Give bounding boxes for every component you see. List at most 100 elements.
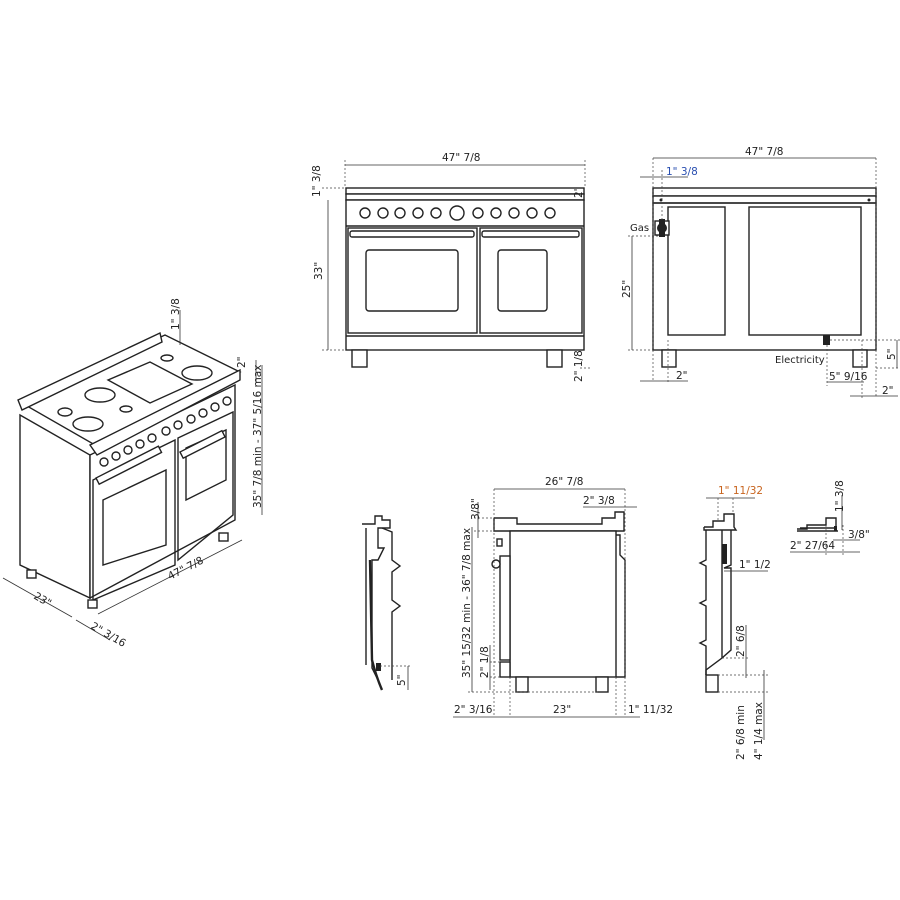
side-height-dim: 35" 15/32 min - 36" 7/8 max <box>461 528 473 678</box>
wall-profile-break-line <box>381 527 402 680</box>
front-right-door <box>479 227 583 334</box>
front-backguard <box>345 187 585 195</box>
side-top <box>493 511 625 532</box>
iso-height-dim: 35" 7/8 min - 37" 5/16 max <box>252 365 264 508</box>
front-foot <box>351 349 368 368</box>
rear-profile-top-dim: 1" 11/32 <box>718 485 763 497</box>
power-cord <box>368 559 384 691</box>
side-depth-dim: 26" 7/8 <box>545 476 583 488</box>
side-foot <box>515 676 529 693</box>
front-width-dim: 47" 7/8 <box>442 152 480 164</box>
iso-depth-dim: 23" <box>32 590 54 609</box>
gas-connection-icon <box>654 219 670 237</box>
side-rear-offset-dim: 1" 11/32 <box>628 704 673 716</box>
rear-profile-break-line <box>698 530 707 675</box>
side-body <box>509 530 617 678</box>
wall-profile-outline <box>362 515 391 681</box>
iso-foot <box>218 532 229 542</box>
rear-body <box>652 202 877 351</box>
rear-top <box>652 187 877 197</box>
rear-foot <box>661 349 677 368</box>
side-backguard-depth-dim: 2" 3/8 <box>583 495 615 507</box>
iso-width-dim: 47" 7/8 <box>166 555 206 583</box>
rear-gas-offset-dim: 1" 3/8 <box>666 166 698 178</box>
front-left-handle <box>349 230 475 238</box>
iso-burner <box>72 416 104 432</box>
iso-right-door <box>177 410 234 562</box>
rear-gas-height-dim: 25" <box>621 280 633 298</box>
rear-profile-foot-max-dim: 4" 1/4 max <box>753 702 765 760</box>
iso-handle <box>95 445 163 486</box>
iso-backguard-dim: 1" 3/8 <box>170 298 182 330</box>
front-foot <box>546 349 563 368</box>
front-thermometer <box>449 205 465 221</box>
iso-burner <box>119 405 133 413</box>
isometric-view: 1" 3/8 2" 35" 7/8 min - 37" 5/16 max 47"… <box>2 298 264 650</box>
iso-burner <box>57 407 73 417</box>
rear-profile-plinth-dim: 2" 6/8 <box>735 625 747 657</box>
rear-electricity-height-dim: 5" <box>886 348 898 360</box>
rear-profile-foot <box>705 674 719 693</box>
iso-burner <box>160 354 174 362</box>
backguard-detail-view: 1" 3/8 3/8" 2" 27/64 <box>790 480 870 555</box>
rear-profile-view: 1" 11/32 1" 1/2 2" 6/8 2" 6/8 min 4" 1/4… <box>698 485 771 760</box>
front-cooktop-rail <box>345 193 585 201</box>
electricity-connection-icon <box>823 335 830 345</box>
iso-foot <box>26 569 37 579</box>
front-knob-row <box>359 205 556 221</box>
detail-offset-dim: 3/8" <box>848 529 870 541</box>
side-top-thickness-dim: 3/8" <box>470 498 482 520</box>
iso-front-rail <box>88 368 241 456</box>
iso-knob-row <box>99 396 232 467</box>
side-view: 26" 7/8 2" 3/8 3/8" 35" 15/32 min - 36" … <box>453 476 673 718</box>
iso-griddle <box>106 361 194 404</box>
side-handle <box>491 559 501 569</box>
iso-burner <box>181 365 213 381</box>
rear-left-panel <box>667 206 726 336</box>
front-left-door <box>347 227 478 334</box>
detail-depth-dim: 2" 27/64 <box>790 540 835 552</box>
side-foot <box>595 676 609 693</box>
side-door-projection-dim: 2" 3/16 <box>454 704 493 716</box>
side-knob <box>496 538 503 547</box>
front-right-window <box>497 249 548 312</box>
wall-profile-dim: 5" <box>396 674 408 686</box>
rear-profile-foot-min-dim: 2" 6/8 min <box>735 705 747 760</box>
front-left-window <box>365 249 459 312</box>
rear-rail <box>652 195 877 204</box>
rear-right-panel <box>748 206 862 336</box>
rear-profile-top <box>703 513 738 531</box>
rear-width-dim: 47" 7/8 <box>745 146 783 158</box>
front-body <box>345 199 585 351</box>
rear-profile-panel-dim: 1" 1/2 <box>739 559 771 571</box>
iso-backguard <box>17 331 163 411</box>
rear-left-foot-dim: 2" <box>676 370 688 382</box>
gas-label: Gas <box>630 223 649 234</box>
front-foot-dim: 2" 1/8 <box>573 350 585 382</box>
iso-top-offset-dim: 2" <box>236 356 248 368</box>
side-body-depth-dim: 23" <box>553 704 571 716</box>
rear-electricity-offset-dim: 5" 9/16 <box>829 371 868 383</box>
side-plinth-dim: 2" 1/8 <box>479 646 491 678</box>
wall-profile-view: 5" <box>362 515 412 691</box>
iso-handle <box>179 429 226 460</box>
side-plinth <box>499 661 511 678</box>
detail-outline <box>797 517 837 530</box>
detail-height-dim: 1" 3/8 <box>834 480 846 512</box>
electricity-label: Electricity <box>775 355 825 366</box>
iso-burner <box>84 387 116 403</box>
front-right-handle <box>481 230 580 238</box>
front-backguard-dim: 1" 3/8 <box>311 165 323 197</box>
rear-foot <box>852 349 868 368</box>
front-height-dim: 33" <box>313 262 325 280</box>
side-door-edge <box>499 555 511 661</box>
iso-left-window <box>102 468 167 566</box>
front-view: 47" 7/8 1" 3/8 2" 33" 2" 1/8 <box>311 152 590 382</box>
front-top-offset-dim: 2" <box>573 186 585 198</box>
rear-right-foot-dim: 2" <box>882 385 894 397</box>
iso-door-projection-dim: 2" 3/16 <box>89 620 129 650</box>
rear-view: 47" 7/8 1" 3/8 Gas 25" Electricity 5" 5"… <box>621 146 900 398</box>
iso-foot <box>87 599 98 609</box>
